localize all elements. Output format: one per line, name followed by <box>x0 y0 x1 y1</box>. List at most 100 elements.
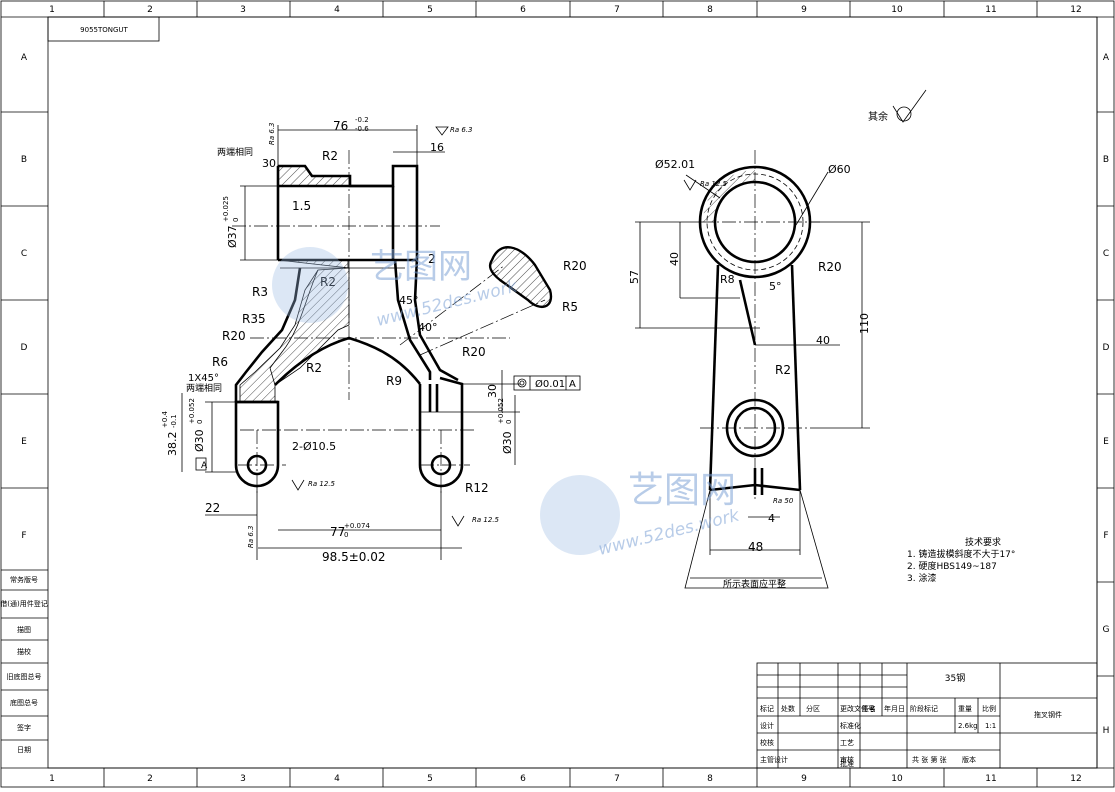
dim-r20-section: R20 <box>563 259 587 273</box>
tb-header: 处数 <box>781 704 795 713</box>
col-label-bottom: 2 <box>147 774 153 784</box>
dim-r20-right: R20 <box>462 345 486 359</box>
dim-r3: R3 <box>252 285 268 299</box>
col-label-top: 2 <box>147 5 153 15</box>
tb-reviewer: 审核 <box>840 755 854 764</box>
dim-holes: 2-Ø10.5 <box>292 440 336 453</box>
row-label-left: D <box>21 343 28 353</box>
material: 35钢 <box>945 672 965 684</box>
side-view: Ø52.01 Ra 12.5 Ø60 57 40 R8 5° R20 110 4… <box>628 150 871 590</box>
dim-38-2-lower: -0.1 <box>170 414 178 428</box>
row-label-right: B <box>1103 155 1109 165</box>
tb-sheets: 共 张 第 张 <box>912 755 947 764</box>
datum-a-marker: A <box>201 461 208 471</box>
tb-weight-label: 重量 <box>958 705 972 713</box>
dim-r12: R12 <box>465 481 489 495</box>
dim-1-5: 1.5 <box>292 199 311 213</box>
dim-r5-section: R5 <box>562 300 578 314</box>
note-both-ends-bottom: 两端相同 <box>186 382 222 394</box>
col-label-bottom: 8 <box>707 774 713 784</box>
col-label-bottom: 7 <box>614 774 620 784</box>
dim-77: 77 <box>330 525 345 539</box>
tb-stage-label: 阶段标记 <box>910 704 938 713</box>
col-label-bottom: 6 <box>520 774 526 784</box>
tech-item: 3. 涂漆 <box>907 572 936 584</box>
title-block <box>756 662 1098 769</box>
dim-r6: R6 <box>212 355 228 369</box>
dim-bore30-left-lower: 0 <box>196 420 204 424</box>
dim-4: 4 <box>768 512 775 525</box>
ra-top-right: Ra 6.3 <box>450 126 473 134</box>
dim-chamfer-30: 30 <box>262 157 276 170</box>
row-label-right: G <box>1103 625 1110 635</box>
watermark-brand: 艺图网 <box>370 247 472 287</box>
dim-r2-mid: R2 <box>320 275 336 289</box>
note-flat-surface: 所示表面应平整 <box>723 578 786 590</box>
dim-r20-left: R20 <box>222 329 246 343</box>
drawing-code-box <box>47 16 160 42</box>
dim-r2-top: R2 <box>322 149 338 163</box>
col-label-bottom: 10 <box>891 774 903 784</box>
col-label-bottom: 11 <box>985 774 996 784</box>
col-label-top: 9 <box>801 5 807 15</box>
col-label-bottom: 9 <box>801 774 807 784</box>
strip-label: 借(通)用件登记 <box>0 599 47 608</box>
strip-label: 常务版号 <box>10 575 38 584</box>
dim-77-upper: +0.074 <box>344 522 370 530</box>
dim-top-width: 76 <box>333 119 348 133</box>
dim-bore30-right-lower: 0 <box>505 420 513 424</box>
col-label-bottom: 3 <box>240 774 246 784</box>
dim-d60: Ø60 <box>828 163 851 176</box>
row-label-right: C <box>1103 249 1109 259</box>
dim-bore30-right: Ø30 <box>501 431 514 454</box>
dim-bore37: Ø37 <box>226 225 239 248</box>
strip-label: 描图 <box>17 625 31 634</box>
ra-right: Ra 12.5 <box>472 516 500 524</box>
tb-approver: 批准 <box>840 759 854 768</box>
dim-angle-40: 40° <box>418 321 438 334</box>
tech-requirements: 技术要求 1. 铸造拔模斜度不大于17° 2. 硬度HBS149~187 3. … <box>907 536 1015 584</box>
tb-header: 年月日 <box>884 704 905 713</box>
row-label-right: E <box>1103 437 1109 447</box>
tb-process: 工艺 <box>840 739 854 747</box>
row-label-right: D <box>1103 343 1110 353</box>
row-label-left: F <box>21 531 26 541</box>
tb-scale-label: 比例 <box>982 704 996 713</box>
dim-bore30-left: Ø30 <box>193 429 206 452</box>
dim-r2-lower: R2 <box>306 361 322 375</box>
watermark-brand: 艺图网 <box>628 470 736 511</box>
strip-label: 日期 <box>17 746 31 754</box>
dim-d52: Ø52.01 <box>655 158 695 171</box>
row-label-right: F <box>1103 531 1108 541</box>
dim-angle-45: 45° <box>399 294 419 307</box>
col-label-bottom: 12 <box>1070 774 1081 784</box>
ra-side-bottom: Ra 50 <box>773 497 794 505</box>
dim-38-2: 38.2 <box>166 432 179 457</box>
ra-side-top: Ra 12.5 <box>700 180 728 188</box>
watermark: 艺图网 www.52des.work 艺图网 www.52des.work <box>272 247 742 560</box>
tb-header: 分区 <box>806 704 820 713</box>
tolerance-datum: A <box>569 379 576 390</box>
col-label-top: 10 <box>891 5 903 15</box>
row-grid <box>1 17 1114 768</box>
roughness-symbol-icon <box>892 89 927 123</box>
tech-item: 1. 铸造拔模斜度不大于17° <box>907 548 1015 560</box>
col-label-top: 6 <box>520 5 526 15</box>
dim-r9: R9 <box>386 374 402 388</box>
dim-bore30-left-upper: +0.052 <box>188 398 196 424</box>
dim-77-lower: 0 <box>344 531 348 539</box>
col-label-top: 12 <box>1070 5 1081 15</box>
col-label-bottom: 4 <box>334 774 340 784</box>
tb-scale: 1:1 <box>985 722 996 730</box>
col-label-top: 4 <box>334 5 340 15</box>
dim-bore37-tol-lower: 0 <box>232 218 240 222</box>
surface-note: 其余 <box>868 110 888 123</box>
tb-standardization: 标准化 <box>840 721 861 730</box>
dim-chamfer: 1X45° <box>188 373 219 384</box>
row-label-left: B <box>21 155 27 165</box>
col-label-top: 7 <box>614 5 620 15</box>
